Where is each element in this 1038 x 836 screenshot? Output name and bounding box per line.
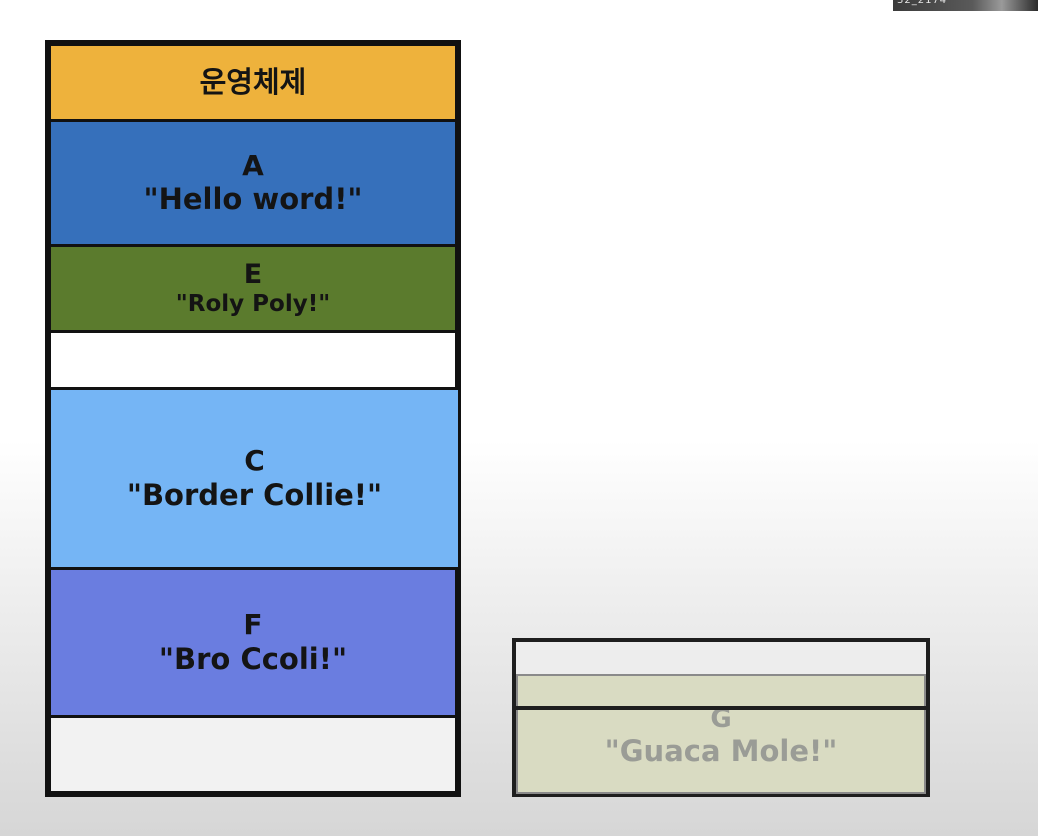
process-e-label: E [243, 258, 263, 290]
video-thumbnail: 32_2174 [893, 0, 1038, 11]
incoming-frame-divider [512, 706, 930, 710]
process-a-text: "Hello word!" [143, 182, 363, 217]
process-c-label: C [244, 444, 265, 478]
process-f-label: F [243, 608, 263, 642]
process-g-label: G [710, 703, 732, 734]
process-a-label: A [242, 148, 264, 182]
process-f-text: "Bro Ccoli!" [158, 641, 348, 676]
free-space-bottom-block [48, 715, 458, 794]
os-label: 운영체제 [199, 65, 307, 100]
os-block: 운영체제 [48, 43, 458, 122]
process-c-block: C "Border Collie!" [48, 387, 461, 570]
process-c-text: "Border Collie!" [126, 477, 383, 512]
process-f-block: F "Bro Ccoli!" [48, 567, 458, 718]
free-space-block [48, 330, 458, 390]
thumbnail-label: 32_2174 [897, 0, 948, 6]
process-e-block: E "Roly Poly!" [48, 244, 458, 333]
process-a-block: A "Hello word!" [48, 119, 458, 247]
process-e-text: "Roly Poly!" [175, 290, 331, 317]
process-g-block: G "Guaca Mole!" [516, 674, 926, 794]
process-g-text: "Guaca Mole!" [604, 734, 838, 769]
